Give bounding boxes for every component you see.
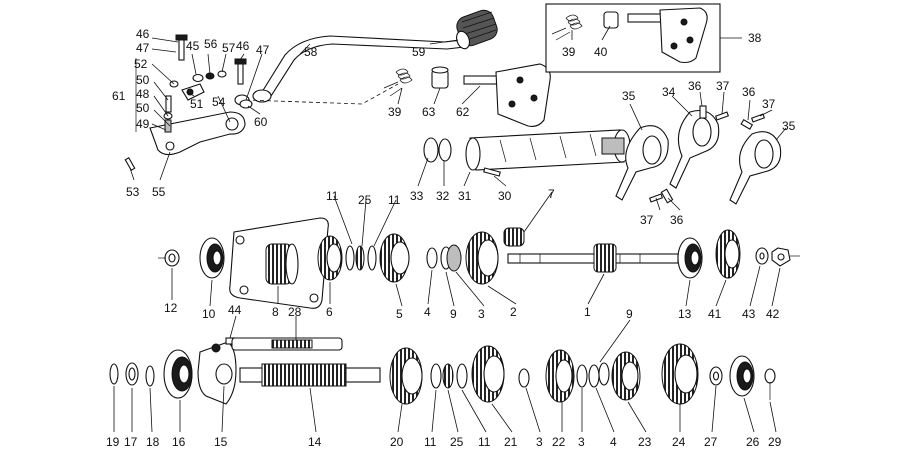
callout-labels: 46 47 52 50 48 61 50 49 45 56 57 46 47 5… xyxy=(106,27,796,449)
callout-33: 33 xyxy=(410,189,424,203)
callout-51: 51 xyxy=(190,97,204,111)
callout-59-a: 59 xyxy=(412,45,426,59)
callout-11-b: 11 xyxy=(388,193,401,207)
callout-43: 43 xyxy=(742,307,756,321)
callout-8: 8 xyxy=(272,305,279,319)
callout-6: 6 xyxy=(326,305,333,319)
callout-26: 26 xyxy=(746,435,760,449)
callout-45: 45 xyxy=(186,39,200,53)
callout-11-d: 11 xyxy=(478,435,491,449)
callout-20: 20 xyxy=(390,435,404,449)
callout-10: 10 xyxy=(202,307,216,321)
callout-39-a: 39 xyxy=(388,105,402,119)
callout-34: 34 xyxy=(662,85,676,99)
callout-38: 38 xyxy=(748,31,762,45)
kickstart-spring-set xyxy=(383,63,551,127)
callout-11-a: 11 xyxy=(326,189,339,203)
callout-42: 42 xyxy=(766,307,780,321)
callout-15: 15 xyxy=(214,435,228,449)
callout-36-a: 36 xyxy=(688,79,702,93)
callout-12: 12 xyxy=(164,301,178,315)
callout-18: 18 xyxy=(146,435,160,449)
callout-1: 1 xyxy=(584,305,591,319)
callout-49: 49 xyxy=(136,117,150,131)
callout-13: 13 xyxy=(678,307,692,321)
callout-36-b: 36 xyxy=(742,85,756,99)
callout-5: 5 xyxy=(396,307,403,321)
callout-3-b: 3 xyxy=(536,435,543,449)
callout-54: 54 xyxy=(212,95,226,109)
callout-47-b: 47 xyxy=(256,43,270,57)
callout-39-b: 39 xyxy=(562,45,576,59)
callout-37-a: 37 xyxy=(716,79,730,93)
callout-4-a: 4 xyxy=(424,305,431,319)
shift-forks xyxy=(615,105,782,205)
callout-32: 32 xyxy=(436,189,450,203)
callout-3-c: 3 xyxy=(578,435,585,449)
callout-29: 29 xyxy=(768,435,782,449)
callout-leaders xyxy=(113,25,787,433)
callout-53: 53 xyxy=(126,185,140,199)
callout-7: 7 xyxy=(548,187,555,201)
callout-55: 55 xyxy=(152,185,166,199)
callout-35-b: 35 xyxy=(782,119,796,133)
callout-46-b: 46 xyxy=(236,39,250,53)
kickstart-grip xyxy=(456,9,498,50)
main-shaft-row xyxy=(158,217,800,309)
callout-44: 44 xyxy=(228,303,242,317)
callout-50-a: 50 xyxy=(136,73,150,87)
callout-56: 56 xyxy=(204,37,218,51)
callout-46-a: 46 xyxy=(136,27,150,41)
callout-4-b: 4 xyxy=(610,435,617,449)
callout-31: 31 xyxy=(458,189,472,203)
callout-17: 17 xyxy=(124,435,138,449)
callout-37-c: 37 xyxy=(640,213,654,227)
callout-22: 22 xyxy=(552,435,566,449)
callout-25-a: 25 xyxy=(358,193,372,207)
callout-41: 41 xyxy=(708,307,722,321)
callout-50-b: 50 xyxy=(136,101,150,115)
callout-23: 23 xyxy=(638,435,652,449)
callout-37-b: 37 xyxy=(762,97,776,111)
callout-63: 63 xyxy=(422,105,436,119)
callout-48: 48 xyxy=(136,87,150,101)
callout-9-b: 9 xyxy=(626,307,633,321)
callout-61: 61 xyxy=(112,89,126,103)
callout-58: 58 xyxy=(304,45,318,59)
callout-60: 60 xyxy=(254,115,268,129)
callout-47-a: 47 xyxy=(136,41,150,55)
callout-14: 14 xyxy=(308,435,322,449)
selector-drum xyxy=(423,129,631,177)
callout-16: 16 xyxy=(172,435,186,449)
callout-27: 27 xyxy=(704,435,718,449)
callout-11-c: 11 xyxy=(424,435,437,449)
callout-19: 19 xyxy=(106,435,120,449)
callout-52: 52 xyxy=(134,57,148,71)
callout-28: 28 xyxy=(288,305,302,319)
callout-25-b: 25 xyxy=(450,435,464,449)
callout-40: 40 xyxy=(594,45,608,59)
inset-box-38 xyxy=(545,3,742,73)
callout-21: 21 xyxy=(504,435,518,449)
callout-30: 30 xyxy=(498,189,512,203)
callout-36-c: 36 xyxy=(670,213,684,227)
callout-9-a: 9 xyxy=(450,307,457,321)
lay-shaft-row xyxy=(109,337,776,405)
callout-62: 62 xyxy=(456,105,470,119)
callout-57: 57 xyxy=(222,41,236,55)
callout-35-a: 35 xyxy=(622,89,636,103)
callout-2: 2 xyxy=(510,305,517,319)
callout-24: 24 xyxy=(672,435,686,449)
callout-3-a: 3 xyxy=(478,307,485,321)
